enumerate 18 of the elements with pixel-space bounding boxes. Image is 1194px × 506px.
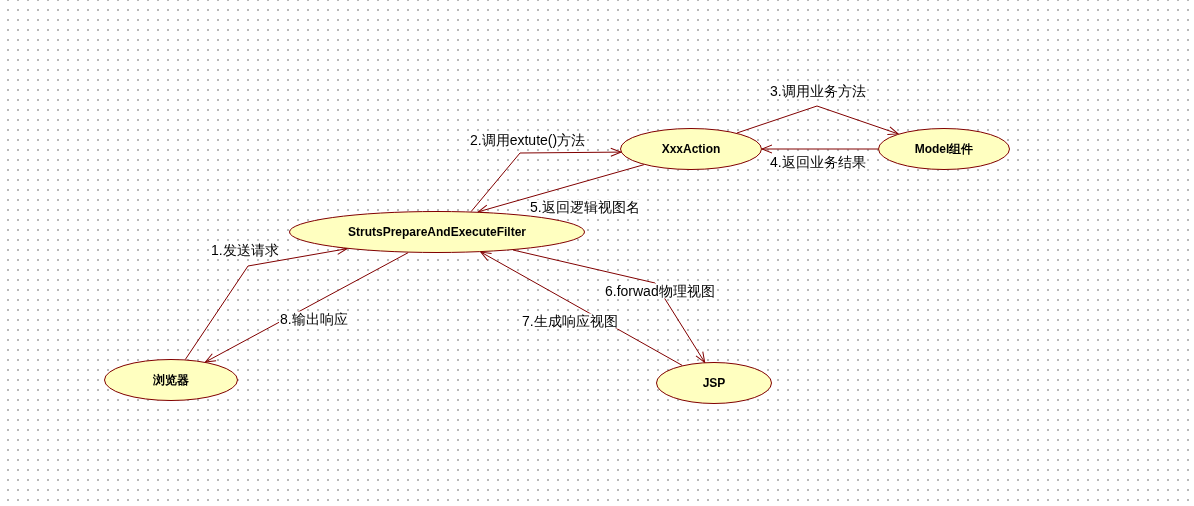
ellipse-node: XxxAction bbox=[620, 128, 762, 170]
arrow bbox=[184, 246, 348, 360]
edge-label: 4.返回业务结果 bbox=[769, 154, 867, 170]
edge-label: 6.forwad物理视图 bbox=[604, 283, 716, 299]
arrow bbox=[470, 147, 622, 213]
ellipse-node: JSP bbox=[656, 362, 772, 404]
arrow bbox=[761, 144, 879, 154]
edge-label: 7.生成响应视图 bbox=[521, 313, 619, 329]
edge-label: 2.调用extute()方法 bbox=[469, 132, 587, 148]
edge-label: 3.调用业务方法 bbox=[769, 83, 867, 99]
edge-label: 8.输出响应 bbox=[279, 311, 349, 327]
arrow bbox=[204, 252, 409, 363]
ellipse-node: 浏览器 bbox=[104, 359, 238, 401]
arrow bbox=[512, 249, 706, 363]
arrow bbox=[736, 105, 899, 135]
edge-label: 5.返回逻辑视图名 bbox=[529, 199, 641, 215]
ellipse-node: Model组件 bbox=[878, 128, 1010, 170]
edge-label: 1.发送请求 bbox=[210, 242, 280, 258]
